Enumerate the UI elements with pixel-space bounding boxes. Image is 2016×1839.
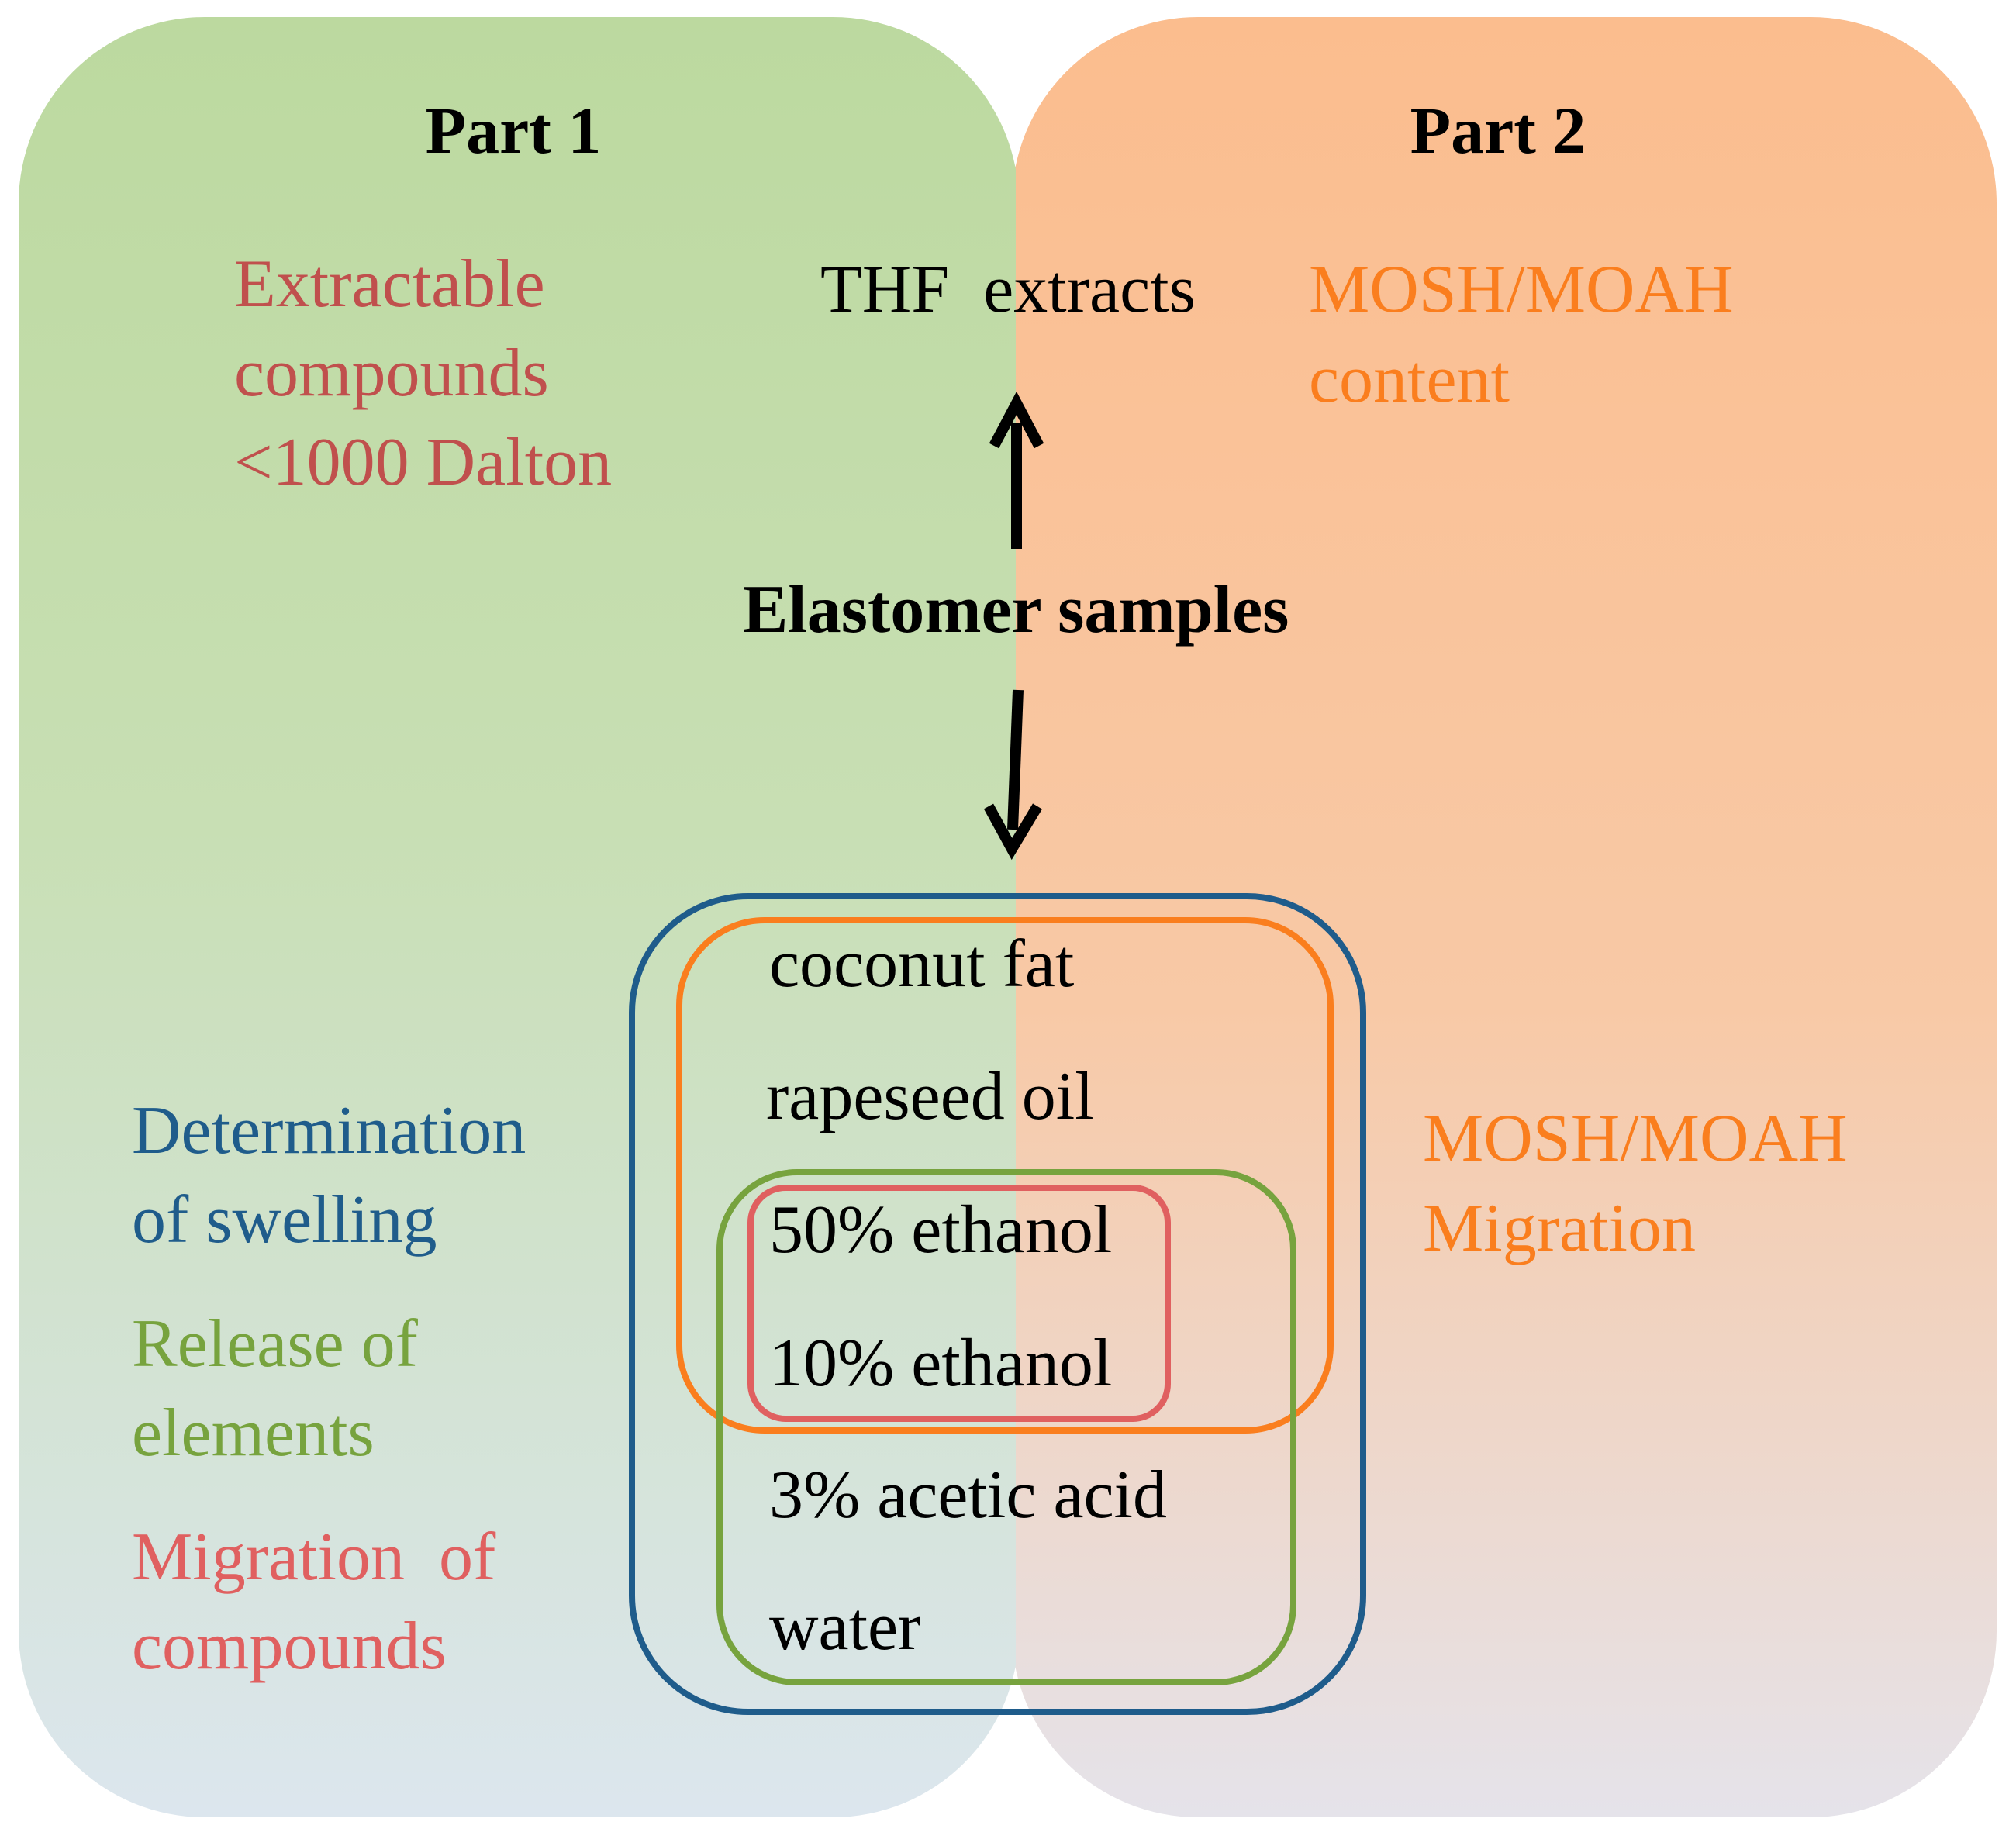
- swelling-label: Determination of swelling: [132, 1093, 526, 1258]
- extractable-line-1: Extractable: [234, 247, 545, 322]
- release-line-1: Release of: [132, 1306, 419, 1382]
- release-elements-group-box: [716, 1169, 1296, 1685]
- extractable-line-3: <1000 Dalton: [234, 425, 612, 500]
- mosh-moah-migration-label: MOSH/MOAH Migration: [1423, 1101, 1848, 1266]
- part2-title: Part 2: [1410, 93, 1586, 167]
- extractable-line-2: compounds: [234, 336, 549, 411]
- migration-compounds-label: Migration of compounds: [132, 1520, 496, 1684]
- content-line-2: content: [1309, 342, 1510, 417]
- swelling-group-box: [629, 893, 1366, 1715]
- simulant-coconut-fat: coconut fat: [769, 926, 1074, 1002]
- migration-line-1: Migration of: [132, 1520, 496, 1595]
- swelling-line-1: Determination: [132, 1093, 526, 1168]
- migration-compounds-group-box: [747, 1185, 1171, 1422]
- part1-panel: [19, 17, 1016, 1817]
- release-line-2: elements: [132, 1396, 375, 1471]
- swelling-line-2: of swelling: [132, 1182, 437, 1258]
- simulant-acetic-acid: 3% acetic acid: [769, 1458, 1167, 1533]
- simulant-water: water: [769, 1589, 920, 1665]
- mosh-migration-group-box: [676, 917, 1334, 1434]
- simulant-list: coconut fat rapeseed oil 50% ethanol 10%…: [766, 926, 1167, 1665]
- part2-panel: [1012, 17, 1997, 1817]
- part2-migration-line-1: MOSH/MOAH: [1423, 1101, 1848, 1176]
- mosh-moah-content-label: MOSH/MOAH content: [1309, 252, 1734, 417]
- simulant-50-ethanol: 50% ethanol: [769, 1192, 1112, 1268]
- part2-migration-line-2: Migration: [1423, 1191, 1696, 1266]
- release-elements-label: Release of elements: [132, 1306, 419, 1471]
- simulant-10-ethanol: 10% ethanol: [769, 1326, 1112, 1401]
- thf-extracts-label: THF extracts: [820, 252, 1196, 327]
- part1-title: Part 1: [426, 93, 602, 167]
- arrow-down-icon: [983, 689, 1043, 861]
- migration-line-2: compounds: [132, 1609, 447, 1684]
- extractable-compounds-label: Extractable compounds <1000 Dalton: [234, 247, 612, 500]
- content-line-1: MOSH/MOAH: [1309, 252, 1734, 327]
- simulant-rapeseed-oil: rapeseed oil: [766, 1059, 1094, 1134]
- elastomer-samples-label: Elastomer samples: [743, 572, 1289, 647]
- arrow-up-icon: [989, 391, 1044, 549]
